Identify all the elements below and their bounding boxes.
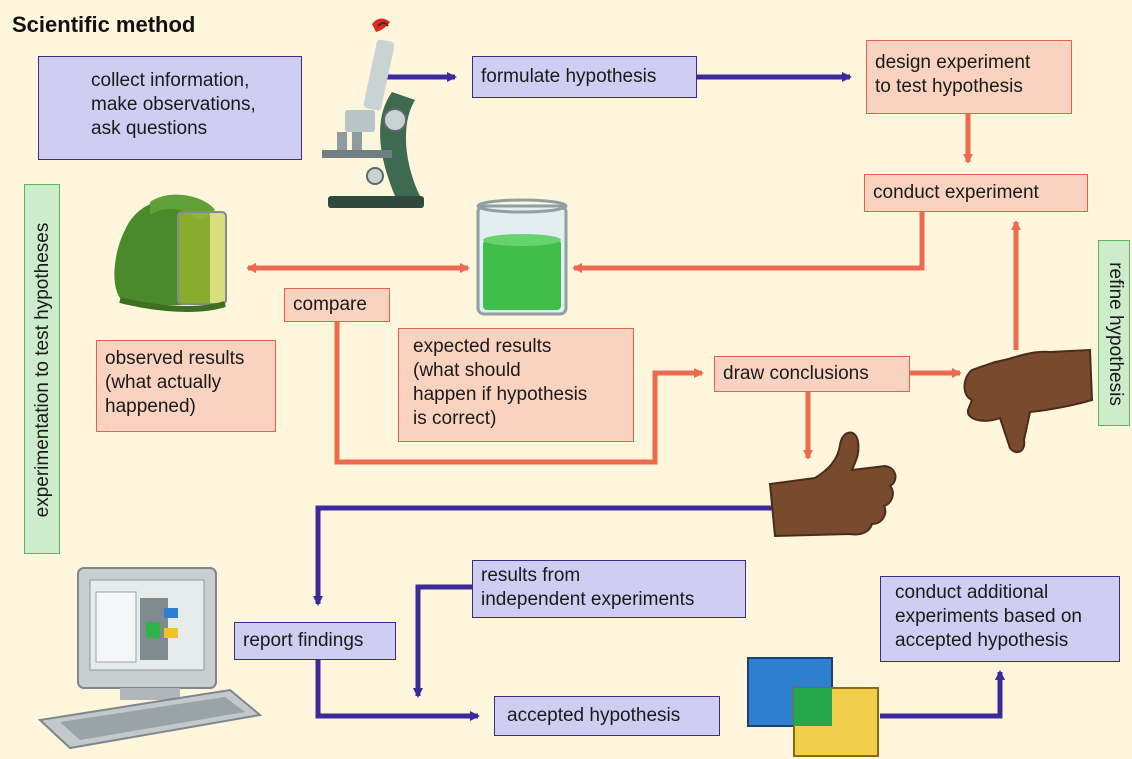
observed-line-1: observed results <box>105 348 245 369</box>
salmon-arrows <box>246 112 1021 465</box>
thumbs-down-icon <box>963 348 1094 454</box>
design-line-2: to test hypothesis <box>875 76 1023 97</box>
computer-icon <box>37 567 263 750</box>
formulate-hypothesis-box: formulate hypothesis <box>472 56 697 98</box>
design-experiment-box: design experiment to test hypothesis <box>866 40 1072 114</box>
accepted-hypothesis-box: accepted hypothesis <box>494 696 720 736</box>
refine-label-text: refine hypothesis <box>1105 262 1126 406</box>
independent-line-1: results from <box>481 565 581 586</box>
collect-line-2: make observations, <box>91 94 256 115</box>
expected-results-box: expected results (what should happen if … <box>398 328 634 442</box>
observed-line-3: happened) <box>105 396 196 417</box>
arrow-accepted-to-additional <box>880 670 1005 719</box>
compare-box: compare <box>284 288 390 322</box>
additional-line-3: accepted hypothesis <box>895 630 1069 651</box>
refine-hypothesis-side-label: refine hypothesis <box>1098 240 1130 426</box>
diagram-title: Scientific method <box>12 12 196 37</box>
independent-line-2: independent experiments <box>481 589 695 610</box>
observed-line-2: (what actually <box>105 372 222 393</box>
expected-line-2: (what should <box>413 360 521 381</box>
additional-line-2: experiments based on <box>895 606 1082 627</box>
collect-information-box: collect information, make observations, … <box>38 56 302 160</box>
thumbs-up-icon <box>768 431 897 538</box>
arrow-thumbsup-to-report <box>313 505 775 606</box>
observed-results-box: observed results (what actually happened… <box>96 340 276 432</box>
spilled-beaker-icon <box>114 194 227 312</box>
report-findings-box: report findings <box>234 622 396 660</box>
additional-experiments-box: conduct additional experiments based on … <box>880 576 1120 662</box>
design-line-1: design experiment <box>875 52 1031 73</box>
collect-line-3: ask questions <box>91 118 208 139</box>
blue-arrows <box>313 72 1005 721</box>
overlapping-squares-icon <box>747 657 879 757</box>
collect-line-1: collect information, <box>91 70 250 91</box>
experimentation-label-text: experimentation to test hypotheses <box>32 222 53 518</box>
independent-experiments-box: results from independent experiments <box>472 560 746 618</box>
conduct-experiment-box: conduct experiment <box>864 174 1088 212</box>
expected-line-3: happen if hypothesis <box>413 384 588 405</box>
experimentation-side-label: experimentation to test hypotheses <box>24 184 60 554</box>
arrow-conduct-to-beaker <box>572 212 925 273</box>
microscope-icon <box>322 18 424 208</box>
arrow-report-to-accepted <box>315 660 480 721</box>
green-beaker-icon <box>476 198 568 316</box>
draw-conclusions-box: draw conclusions <box>714 356 910 392</box>
arrow-independent-to-accepted <box>413 584 472 698</box>
expected-line-1: expected results <box>413 336 552 357</box>
expected-line-4: is correct) <box>413 408 497 429</box>
additional-line-1: conduct additional <box>895 582 1049 603</box>
arrow-compare-to-draw <box>334 322 704 465</box>
